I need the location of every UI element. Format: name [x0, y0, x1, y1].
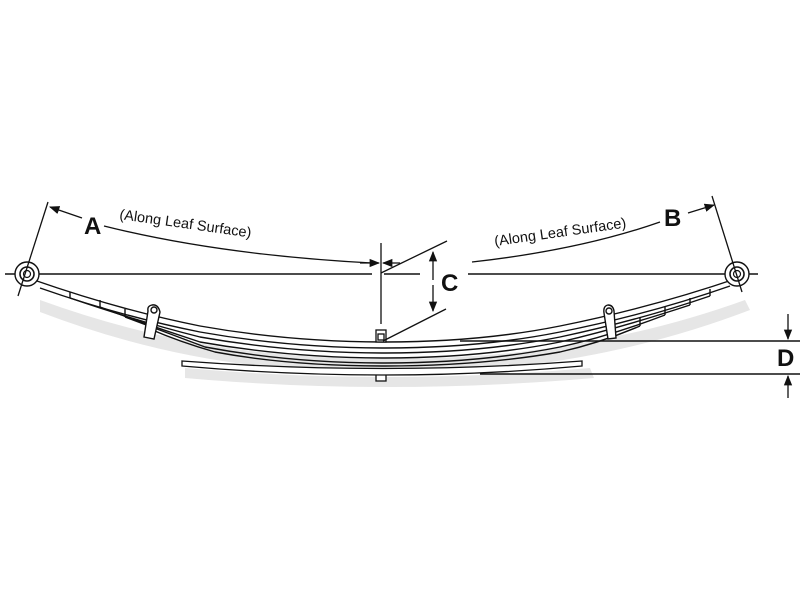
dim-a-arc: [103, 225, 373, 264]
left-eye-bushing: [14, 261, 40, 287]
dim-c-label: C: [441, 270, 458, 297]
dim-b-note: (Along Leaf Surface): [493, 216, 627, 250]
left-rebound-clip: [143, 304, 161, 340]
dim-a-arrow: [49, 206, 83, 219]
dim-a-note: (Along Leaf Surface): [118, 207, 252, 241]
dim-d-label: D: [777, 345, 794, 372]
center-bolt: [375, 329, 387, 382]
right-rebound-clip: [603, 304, 617, 340]
dim-a-extension-line: [17, 201, 49, 297]
dim-b-extension-line: [711, 195, 743, 293]
dim-b-arrow: [687, 203, 715, 214]
dim-c-bottom-line: [382, 308, 447, 342]
dim-a-label: A: [84, 213, 101, 240]
dim-b-arc: [471, 221, 661, 263]
dim-b-label: B: [664, 205, 681, 232]
dim-c-top-line: [380, 240, 448, 274]
spring-shadow: [40, 300, 750, 387]
main-leaf-stack: [33, 277, 739, 367]
overload-leaf: [181, 360, 583, 376]
